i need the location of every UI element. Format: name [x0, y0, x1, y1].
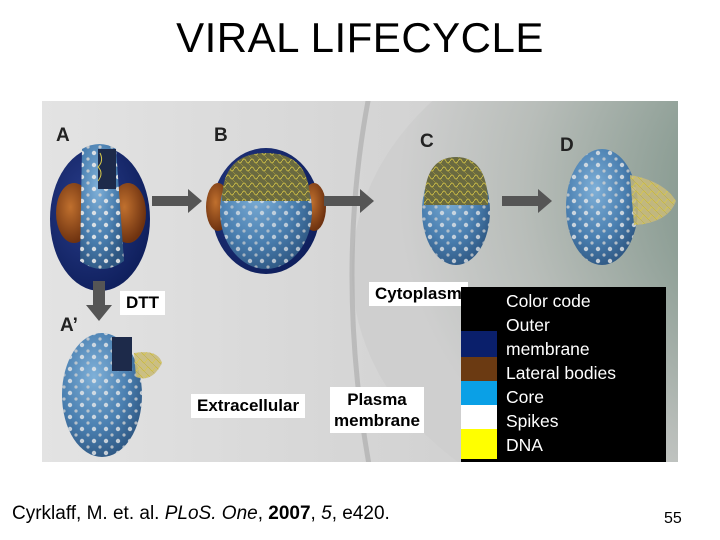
panel-label-a: A — [56, 125, 70, 146]
citation-sep1: , — [257, 503, 269, 524]
arrow-a-to-b — [152, 189, 202, 213]
figure-illustration — [42, 101, 678, 462]
arrow-a-to-a-prime — [86, 281, 112, 321]
citation-year: 2007 — [268, 503, 311, 524]
citation-authors: Cyrklaff, M. et. al. — [12, 503, 165, 524]
slide-title: VIRAL LIFECYCLE — [176, 14, 544, 61]
legend-swatch-outer-membrane — [461, 331, 497, 357]
extracellular-label: Extracellular — [191, 394, 306, 418]
virion-a-prime — [62, 333, 162, 457]
citation-volume: 5 — [321, 503, 332, 524]
plasma-membrane-label: Plasma membrane — [330, 387, 424, 433]
panel-label-a-prime: A’ — [60, 315, 78, 336]
cytoplasm-label: Cytoplasm — [369, 282, 468, 306]
legend-swatch-dna — [461, 429, 497, 459]
citation: Cyrklaff, M. et. al. PLoS. One, 2007, 5,… — [12, 503, 390, 525]
virion-a — [50, 144, 150, 291]
dtt-label: DTT — [120, 291, 166, 315]
arrow-c-to-d — [502, 189, 552, 213]
legend-item-outer-line1: Outer — [506, 315, 550, 335]
legend-item-dna: DNA — [506, 435, 543, 455]
arrow-b-to-c — [324, 189, 374, 213]
legend-heading: Color code — [506, 291, 591, 311]
legend-swatch-spikes — [461, 405, 497, 429]
lifecycle-figure: A B C D A’ — [42, 101, 678, 462]
virion-c — [422, 157, 490, 265]
citation-sep2: , — [310, 503, 322, 524]
legend-text: Color code Outer membrane Lateral bodies… — [506, 289, 616, 457]
virion-d — [566, 149, 676, 265]
legend-swatch-lateral-bodies — [461, 357, 497, 381]
citation-journal: PLoS. One — [164, 503, 258, 524]
plasma-label-line2: membrane — [334, 411, 420, 430]
plasma-label-line1: Plasma — [347, 390, 407, 409]
virion-b — [206, 148, 326, 274]
legend-item-outer-line2: membrane — [506, 339, 590, 359]
legend-item-lateral-bodies: Lateral bodies — [506, 363, 616, 383]
panel-label-c: C — [420, 131, 434, 152]
citation-rest: , e420. — [331, 503, 390, 524]
page-number: 55 — [664, 510, 682, 527]
legend-item-spikes: Spikes — [506, 411, 559, 431]
legend-item-core: Core — [506, 387, 544, 407]
panel-label-d: D — [560, 135, 574, 156]
panel-label-b: B — [214, 125, 228, 146]
legend-swatch-core — [461, 381, 497, 405]
